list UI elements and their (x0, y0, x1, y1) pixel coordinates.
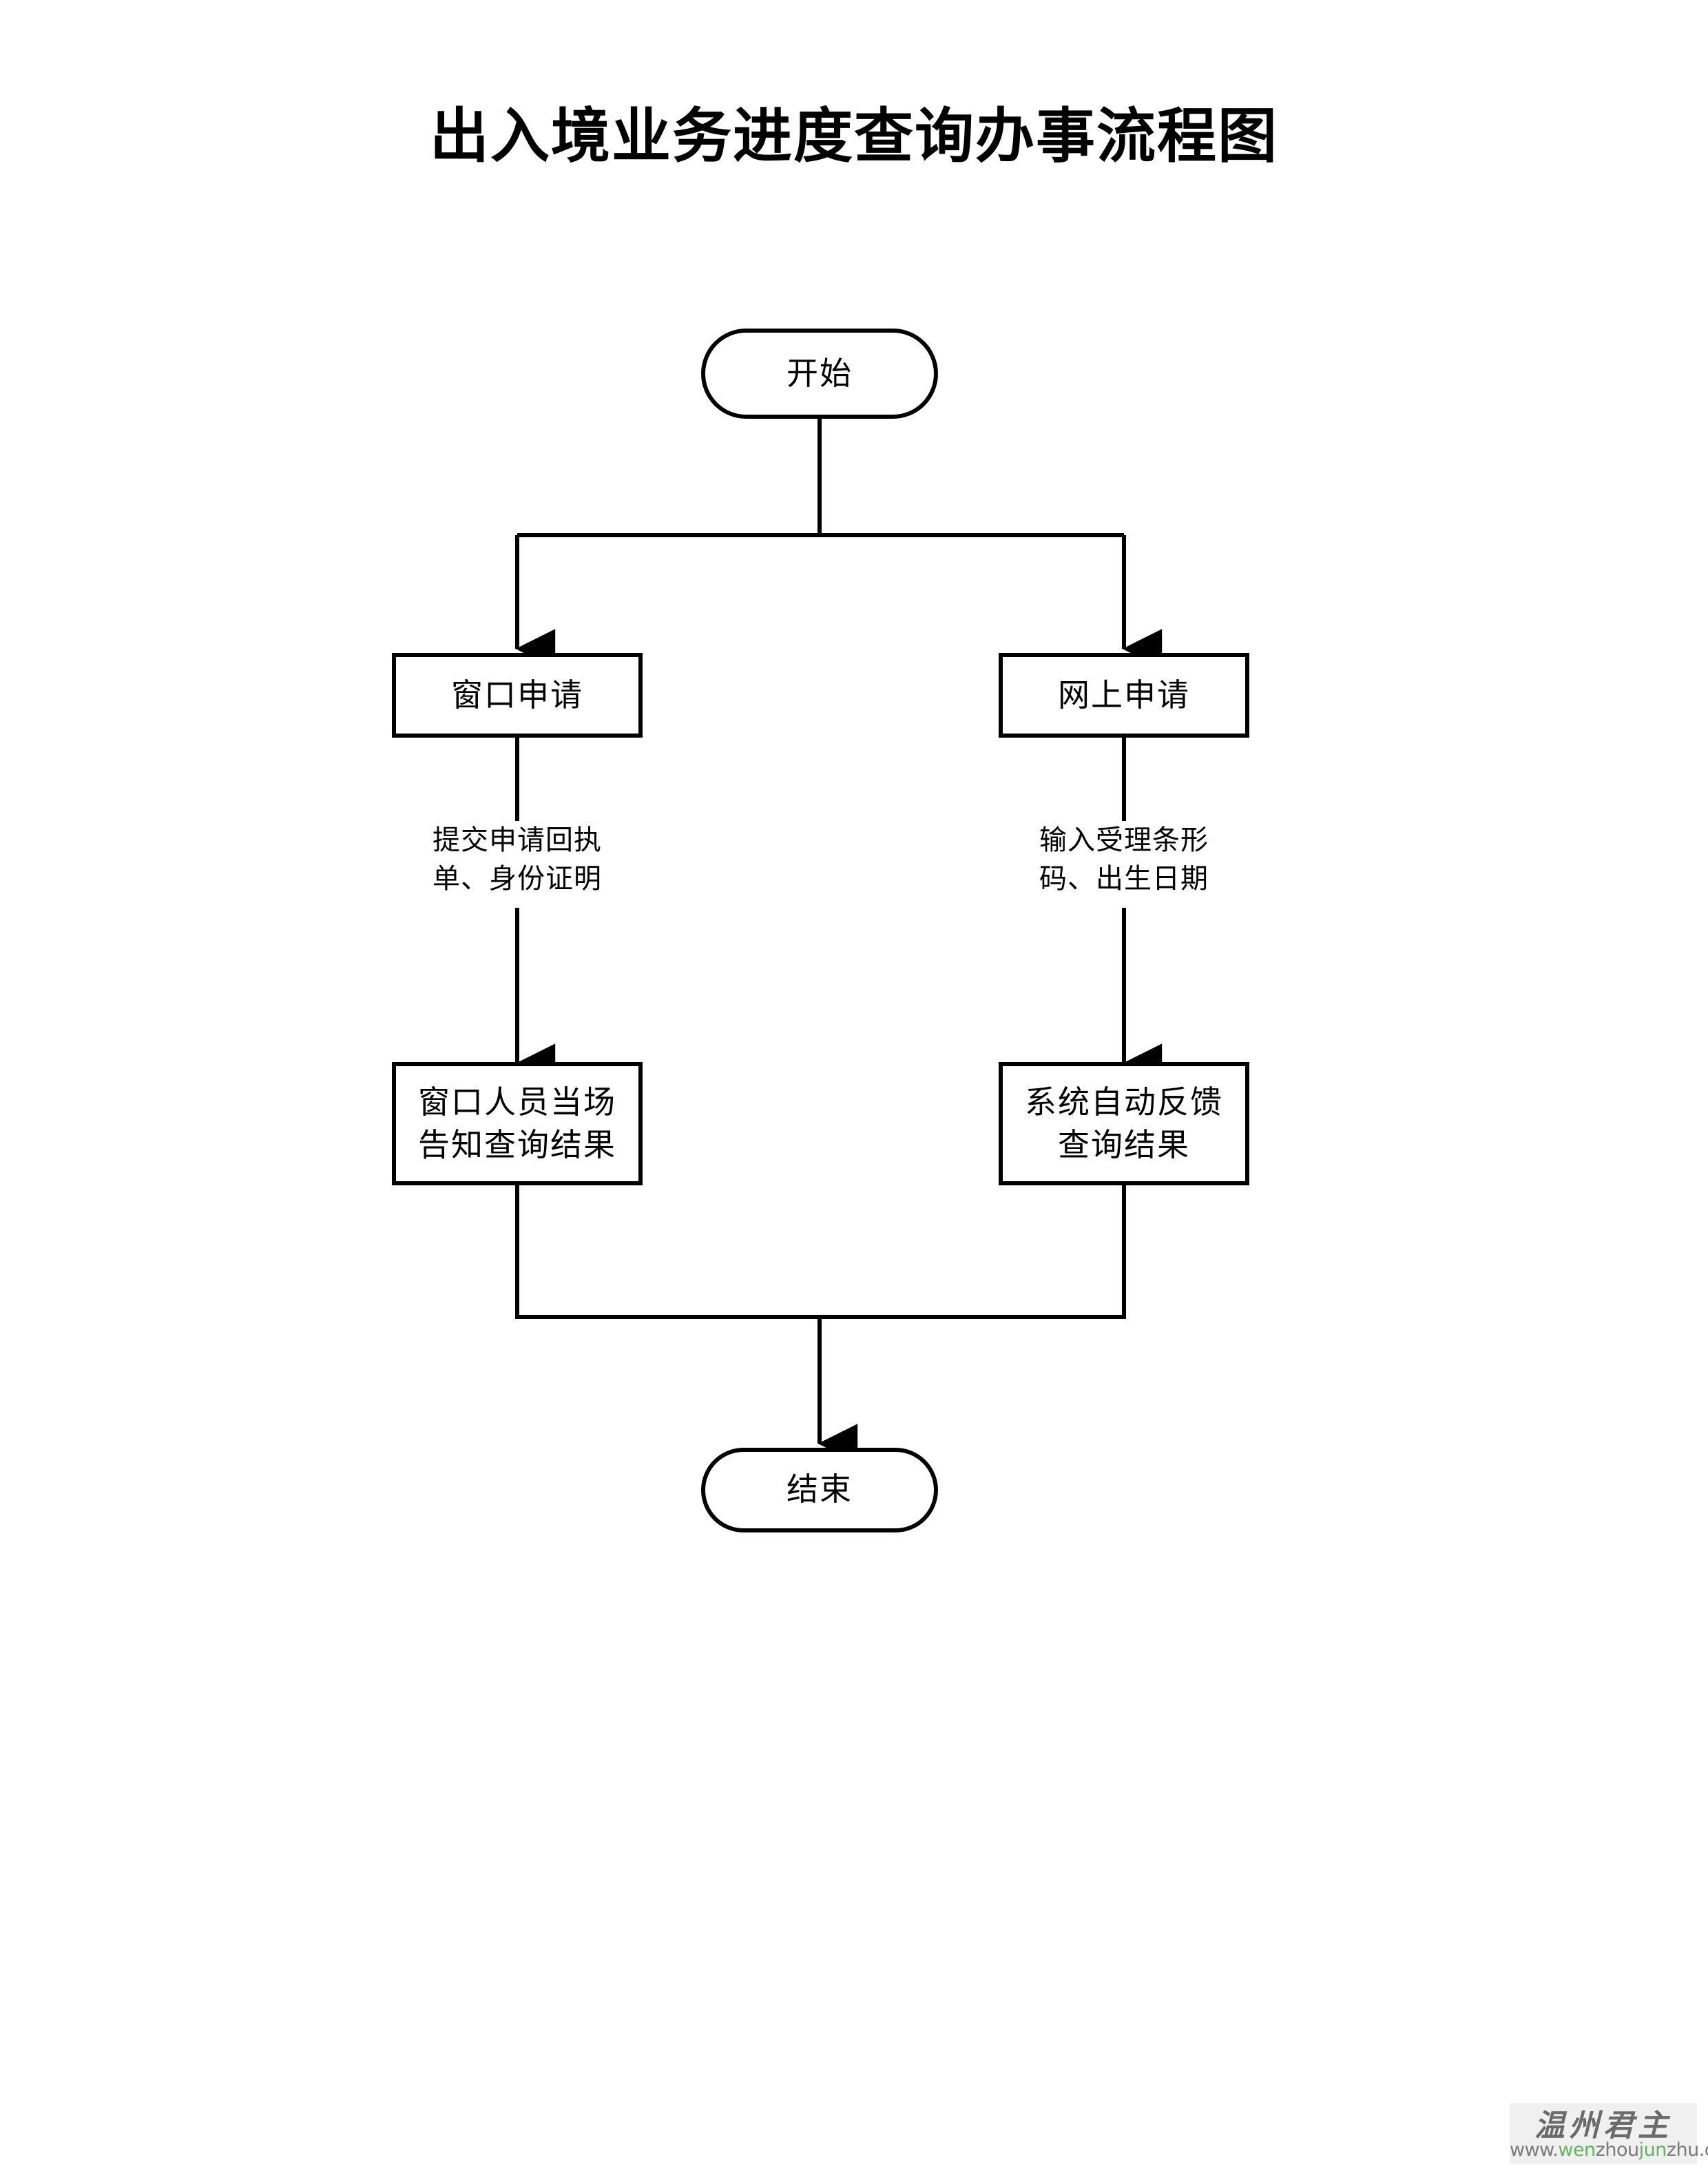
watermark-url: www.wenzhoujunzhu.com (1510, 2139, 1708, 2161)
node-start[interactable] (701, 329, 938, 419)
node-end[interactable] (701, 1448, 938, 1532)
edge-label-window-apply: 提交申请回执 单、身份证明 (433, 824, 602, 894)
watermark-url-part-0: www. (1510, 2139, 1559, 2161)
node-window-apply[interactable] (392, 653, 643, 738)
watermark-url-part-1: wen (1558, 2139, 1596, 2161)
node-window-result[interactable] (392, 1062, 643, 1185)
node-online-apply[interactable] (999, 653, 1249, 738)
watermark-brand-cn: 温州君主 (1534, 2108, 1672, 2143)
watermark-url-part-3: jun (1638, 2139, 1667, 2161)
watermark-url-part-4: zhu.com (1666, 2139, 1708, 2161)
watermark-url-part-2: zhou (1595, 2139, 1639, 2161)
page-title: 出入境业务进度查询办事流程图 (430, 102, 1278, 171)
node-system-result[interactable] (999, 1062, 1249, 1185)
edge-label-online-apply: 输入受理条形 码、出生日期 (1039, 824, 1209, 894)
watermark: 温州君主 www.wenzhoujunzhu.com (1510, 2103, 1708, 2164)
